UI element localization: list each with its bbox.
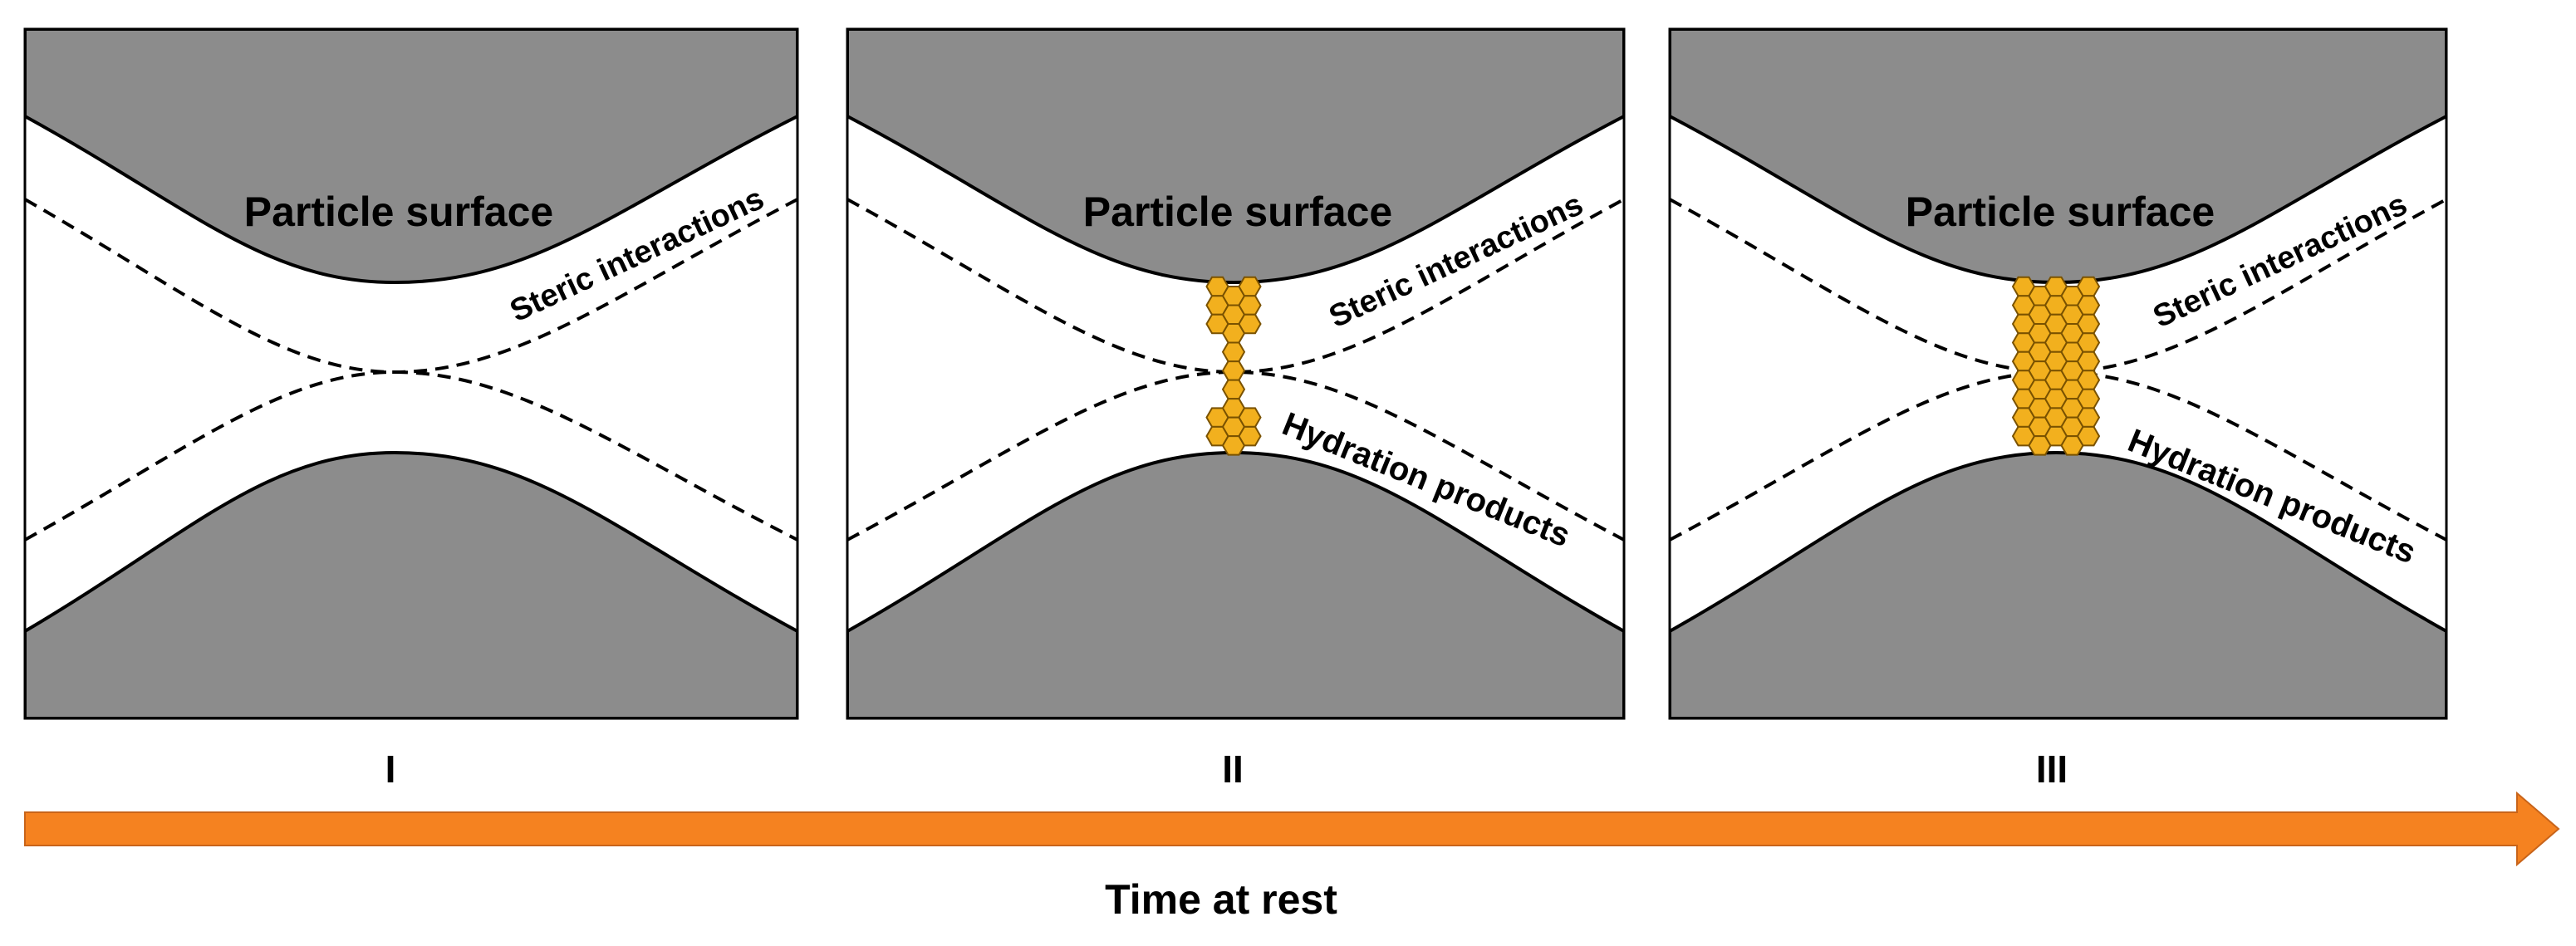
hydration-crystal	[2076, 425, 2101, 447]
hydration-crystal	[1238, 407, 1262, 428]
hydration-crystal	[2076, 407, 2101, 428]
particle-surface-label: Particle surface	[1083, 189, 1392, 235]
panel-label: II	[1222, 747, 1244, 791]
upper-particle	[25, 29, 797, 285]
hydration-crystal	[1238, 276, 1262, 297]
hydration-crystal	[1221, 341, 1246, 363]
hydration-crystal	[1221, 360, 1246, 381]
lower-particle	[1670, 450, 2446, 718]
lower-steric-boundary	[25, 370, 797, 542]
hydration-crystal	[2076, 332, 2101, 353]
panel-2: Particle surface Steric interactions Hyd…	[846, 27, 1626, 791]
hydration-crystal	[2076, 388, 2101, 409]
panel-3: Particle surface Steric interactions Hyd…	[1668, 27, 2448, 791]
panel-label: I	[385, 747, 396, 791]
time-arrow: Time at rest	[24, 791, 2560, 923]
right-arrow-icon	[24, 791, 2560, 867]
panel-border	[846, 27, 1626, 720]
hydration-products-bridge	[1205, 276, 1262, 456]
particle-surface-label: Particle surface	[1906, 189, 2215, 235]
particle-surface-label: Particle surface	[244, 189, 553, 235]
time-at-rest-label: Time at rest	[1105, 876, 1337, 923]
lower-particle	[25, 450, 797, 718]
hydration-crystal	[1221, 379, 1246, 400]
panel-border	[1668, 27, 2448, 720]
upper-particle	[847, 29, 1624, 285]
hydration-products-bridge	[2011, 276, 2101, 456]
hydration-crystal	[2076, 370, 2101, 390]
upper-steric-boundary	[1670, 198, 2446, 375]
hydration-crystal	[1238, 313, 1262, 335]
hydration-crystal	[1238, 295, 1262, 316]
panel-label: III	[2036, 747, 2068, 791]
upper-steric-boundary	[847, 198, 1624, 375]
hydration-crystal	[2076, 295, 2101, 316]
panel-1: Particle surface Steric interactions I	[23, 27, 799, 791]
hydration-crystal	[2076, 350, 2101, 372]
hydration-crystal	[1238, 425, 1262, 447]
hydration-crystal	[2076, 276, 2101, 297]
panel-border	[23, 27, 799, 720]
hydration-crystal	[2076, 313, 2101, 335]
